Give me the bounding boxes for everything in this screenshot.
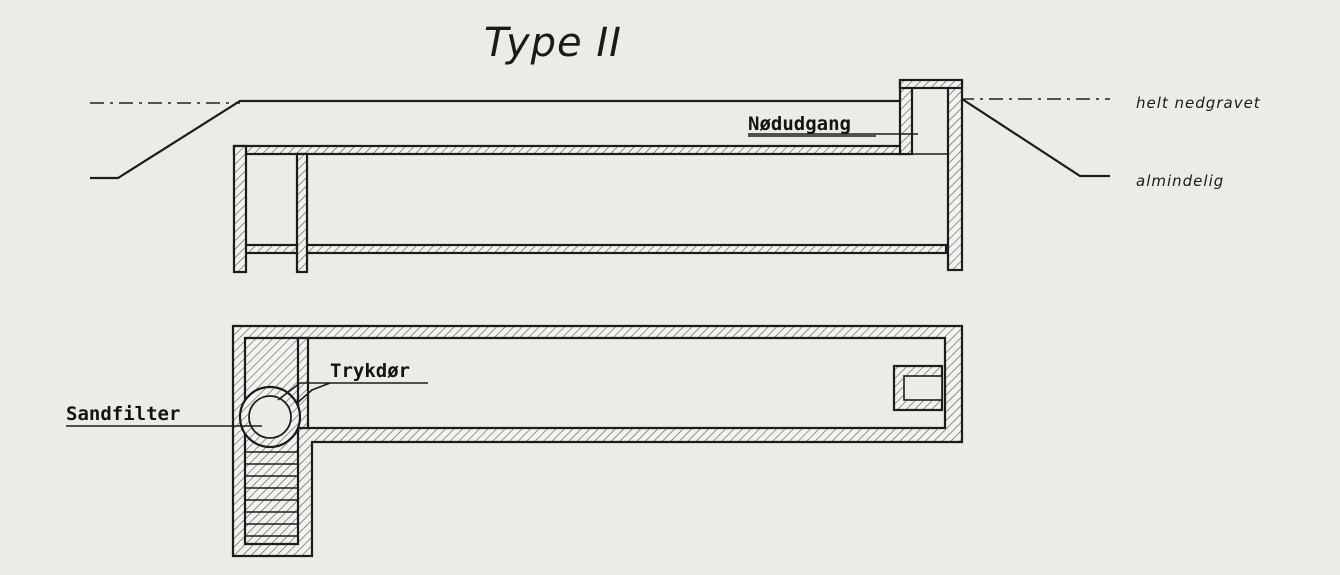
ground-line-ordinary-right (961, 98, 1110, 178)
note-fully-buried: helt nedgravet (1136, 94, 1261, 112)
stairs (245, 451, 298, 537)
note-ordinary: almindelig (1136, 172, 1224, 190)
label-sand-filter: Sandfilter (66, 403, 180, 425)
ground-line-ordinary (90, 97, 906, 180)
plan-emergency-exit (892, 364, 944, 412)
roof-slab (234, 146, 906, 154)
plan-view: Trykdør Sandfilter (66, 324, 964, 558)
interior-wall (297, 154, 307, 272)
section-view: Nødudgang helt nedgravet almindelig (90, 78, 1261, 274)
label-emergency-exit: Nødudgang (748, 113, 851, 135)
label-pressure-door: Trykdør (330, 360, 410, 382)
ground-line-buried (90, 98, 1110, 104)
sand-filter (238, 385, 302, 449)
diagram-title: Type II (484, 20, 622, 66)
floor-slab (234, 245, 946, 253)
emergency-exit-shaft (898, 78, 964, 272)
left-wall (234, 146, 246, 272)
